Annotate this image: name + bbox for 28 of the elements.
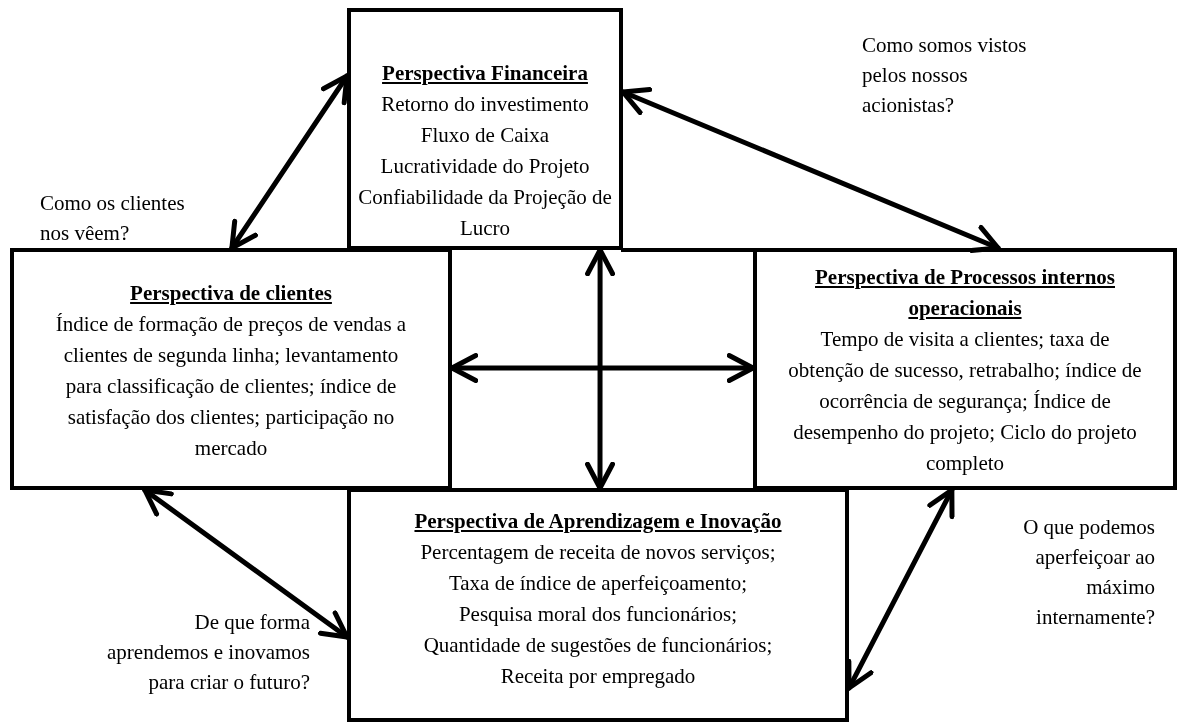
question-text: Como os clientes nos vêem? xyxy=(40,190,186,247)
perspective-heading: Perspectiva de Aprendizagem e Inovação xyxy=(414,508,782,535)
metric-text: Quantidade de sugestões de funcionários; xyxy=(423,632,773,659)
double-arrow xyxy=(142,487,350,640)
metric-text: Fluxo de Caixa xyxy=(420,122,550,149)
double-arrow xyxy=(846,487,955,691)
double-arrow xyxy=(585,247,616,491)
metric-text: Receita por empregado xyxy=(500,663,696,690)
metric-text: Índice de formação de preços de vendas a clientes de segunda linha; levantamento para classificação de clientes; índice de satisfação dos clientes; participação no mercado xyxy=(54,311,408,462)
perspective-box xyxy=(10,248,452,490)
double-arrow xyxy=(620,87,1001,253)
metric-text: Lucratividade do Projeto Confiabilidade da Projeção de Lucro xyxy=(357,153,613,242)
metric-text: Retorno do investimento xyxy=(381,91,589,118)
perspective-box xyxy=(347,8,623,250)
metric-text: Tempo de visita a clientes; taxa de obtenção de sucesso, retrabalho; índice de ocorrência de segurança; Índice de desempenho do projeto; Ciclo do projeto completo xyxy=(787,326,1143,477)
metric-text: Percentagem de receita de novos serviços; xyxy=(420,539,776,566)
perspective-heading: Perspectiva Financeira xyxy=(382,60,588,87)
perspective-box xyxy=(753,248,1177,490)
perspective-heading: Perspectiva de Processos internos operacionais xyxy=(814,264,1116,322)
double-arrow xyxy=(229,73,350,251)
perspective-heading: Perspectiva de clientes xyxy=(130,280,332,307)
question-text: O que podemos aperfeiçoar ao máximo internamente? xyxy=(1022,514,1155,631)
metric-text: Taxa de índice de aperfeiçoamento; xyxy=(448,570,748,597)
question-text: Como somos vistos pelos nossos acionistas? xyxy=(862,32,1028,119)
metric-text: Pesquisa moral dos funcionários; xyxy=(458,601,738,628)
perspective-box xyxy=(347,488,849,722)
double-arrow xyxy=(449,353,756,384)
question-text: De que forma aprendemos e inovamos para criar o futuro? xyxy=(106,609,310,696)
